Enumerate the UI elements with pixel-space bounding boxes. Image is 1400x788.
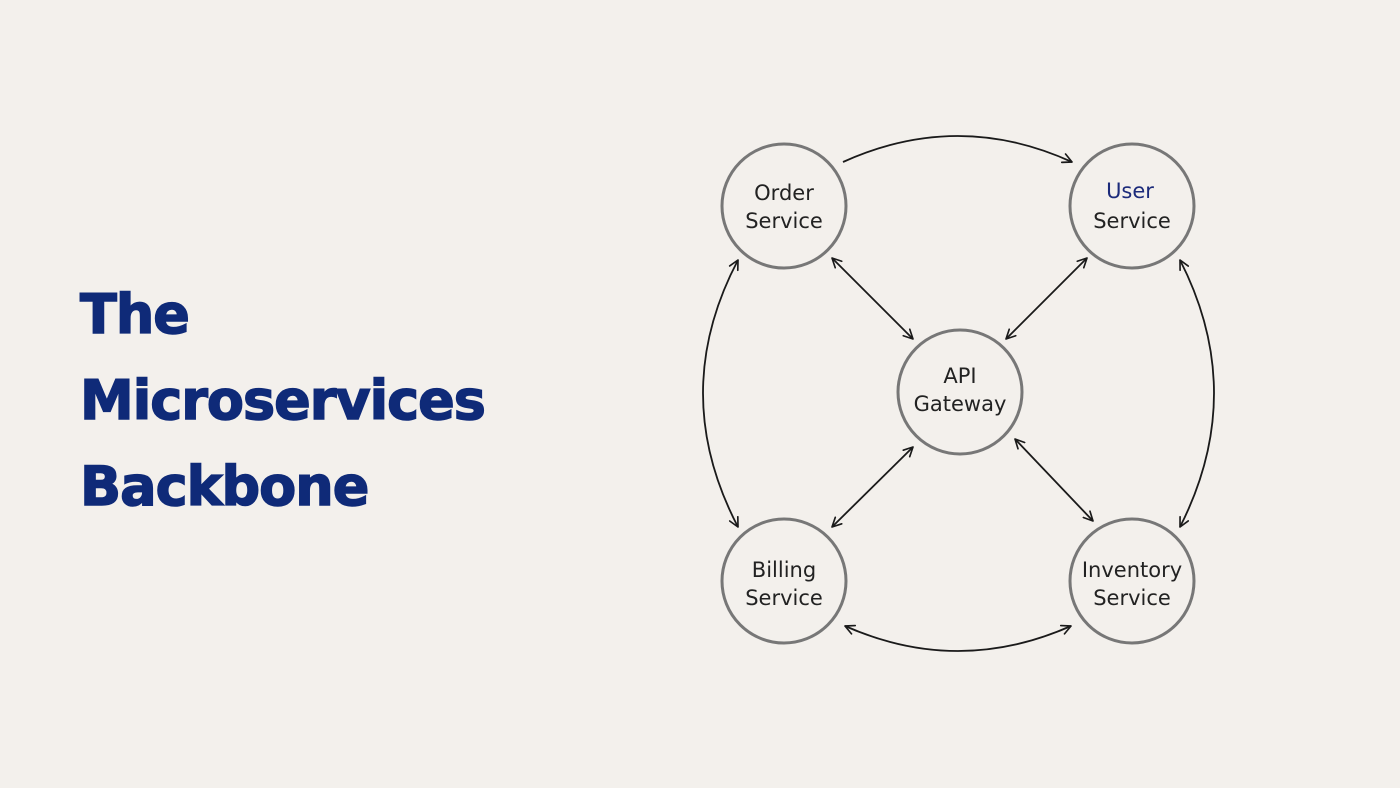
edge-billing-gateway — [831, 446, 914, 528]
page-title: The Microservices Backbone — [79, 272, 486, 530]
node-billing-service: Billing Service — [720, 517, 848, 645]
node-label-line1: User — [1106, 179, 1154, 203]
edge-order-gateway — [831, 257, 914, 340]
node-label-line2: Service — [745, 209, 823, 233]
node-inventory-service: Inventory Service — [1068, 517, 1196, 645]
node-circle — [896, 328, 1024, 456]
title-line-3: Backbone — [79, 454, 370, 519]
node-label-line2: Service — [745, 586, 823, 610]
title-line-2: Microservices — [79, 368, 486, 433]
node-circle — [1068, 517, 1196, 645]
edge-order-billing — [702, 259, 739, 528]
node-label-line1: Order — [754, 181, 814, 205]
node-label-line2: Service — [1093, 586, 1171, 610]
node-label-line1: API — [943, 364, 976, 388]
node-label-line1: Billing — [752, 558, 816, 582]
node-label-line2: Service — [1093, 209, 1171, 233]
node-circle — [720, 142, 848, 270]
node-label-line2: Gateway — [914, 392, 1007, 416]
node-user-service: User Service — [1068, 142, 1196, 270]
edges — [702, 135, 1215, 652]
edge-user-inventory — [1179, 259, 1215, 528]
edge-inventory-gateway — [1014, 438, 1094, 522]
edge-billing-inventory — [844, 624, 1072, 652]
node-api-gateway: API Gateway — [896, 328, 1024, 456]
edge-user-gateway — [1005, 257, 1088, 340]
title-line-1: The — [79, 282, 190, 347]
node-circle — [720, 517, 848, 645]
node-order-service: Order Service — [720, 142, 848, 270]
node-label-line1: Inventory — [1082, 558, 1182, 582]
node-circle — [1068, 142, 1196, 270]
edge-order-to-user — [842, 135, 1073, 164]
